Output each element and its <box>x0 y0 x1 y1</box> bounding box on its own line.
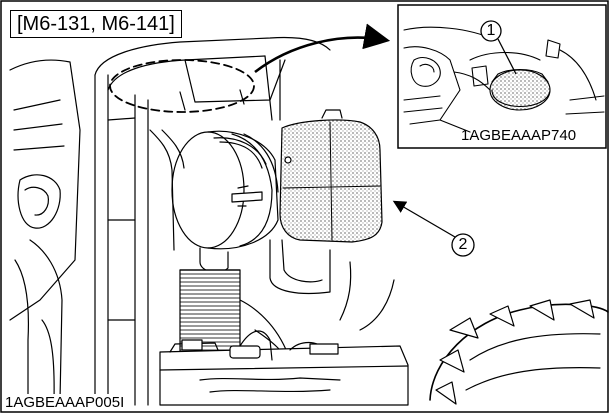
callout-1-number: 1 <box>486 22 496 39</box>
model-label: [M6-131, M6-141] <box>10 10 182 38</box>
callout-2-number: 2 <box>458 236 468 253</box>
inset-image-code: 1AGBEAAAP740 <box>461 127 577 144</box>
main-image-code: 1AGBEAAAP005I <box>3 394 127 411</box>
